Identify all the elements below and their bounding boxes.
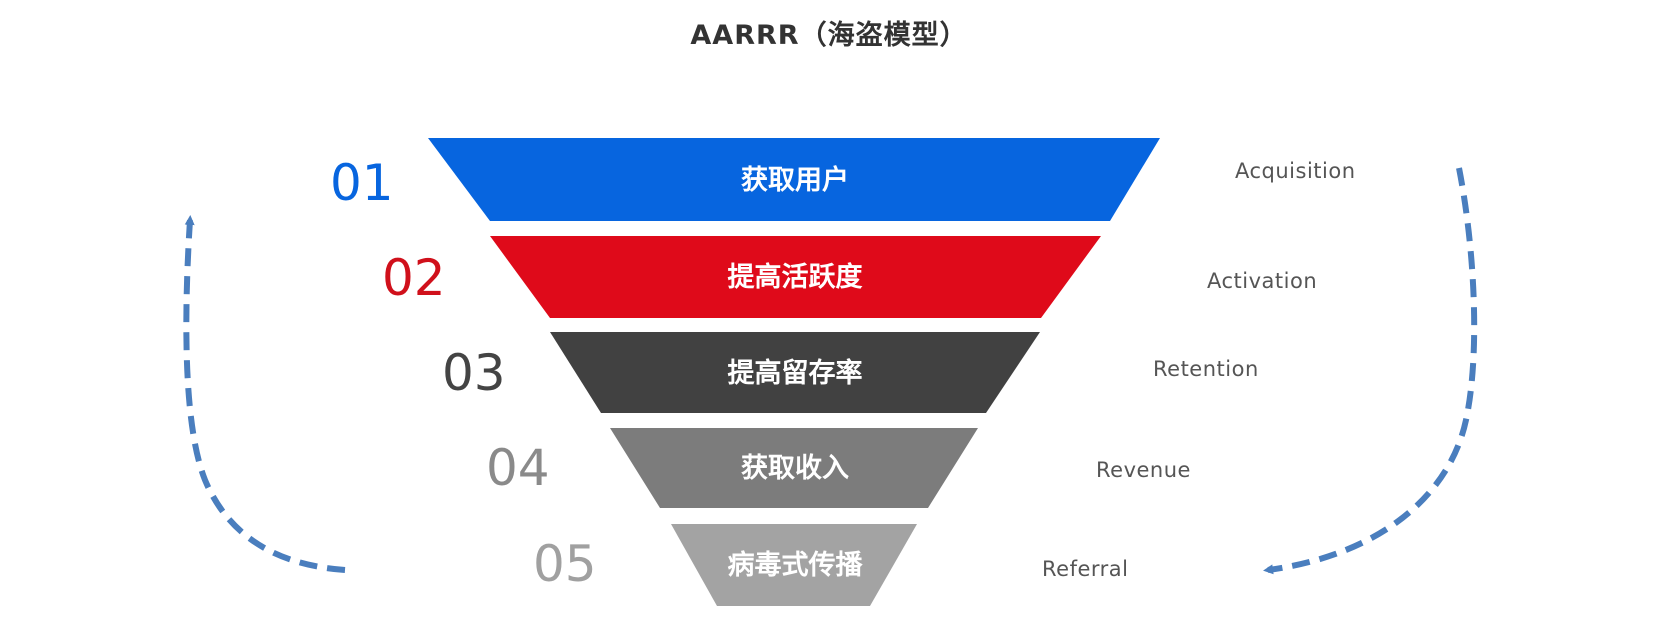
stage-label-retention: 提高留存率: [728, 357, 863, 389]
left-cycle-arrow: [183, 215, 346, 573]
funnel-layer-acquisition: [428, 138, 1160, 221]
stage-english-names: Acquisition Activation Retention Revenue…: [1042, 159, 1356, 581]
funnel-layer-revenue: [610, 428, 978, 508]
stage-label-activation: 提高活跃度: [728, 261, 863, 293]
stage-english-revenue: Revenue: [1096, 458, 1191, 482]
funnel-layer-retention: [550, 332, 1040, 413]
stage-label-acquisition: 获取用户: [741, 164, 849, 196]
stage-number-02: 02: [382, 249, 446, 307]
funnel-layer-activation: [490, 236, 1101, 318]
funnel-layer-referral: [671, 524, 917, 606]
diagram-title: AARRR（海盗模型）: [690, 20, 967, 51]
funnel-labels: 获取用户 提高活跃度 提高留存率 获取收入 病毒式传播: [728, 164, 864, 581]
stage-numbers: 01 02 03 04 05: [330, 154, 597, 593]
stage-english-referral: Referral: [1042, 557, 1128, 581]
funnel: [428, 138, 1160, 606]
stage-english-activation: Activation: [1207, 269, 1317, 293]
stage-label-referral: 病毒式传播: [728, 550, 864, 581]
stage-english-acquisition: Acquisition: [1235, 159, 1356, 183]
stage-number-01: 01: [330, 154, 394, 212]
stage-number-04: 04: [486, 439, 550, 497]
stage-label-revenue: 获取收入: [741, 453, 849, 484]
stage-english-retention: Retention: [1153, 357, 1259, 381]
stage-number-03: 03: [442, 344, 506, 402]
stage-number-05: 05: [533, 535, 597, 593]
right-cycle-arrow: [1263, 167, 1478, 575]
